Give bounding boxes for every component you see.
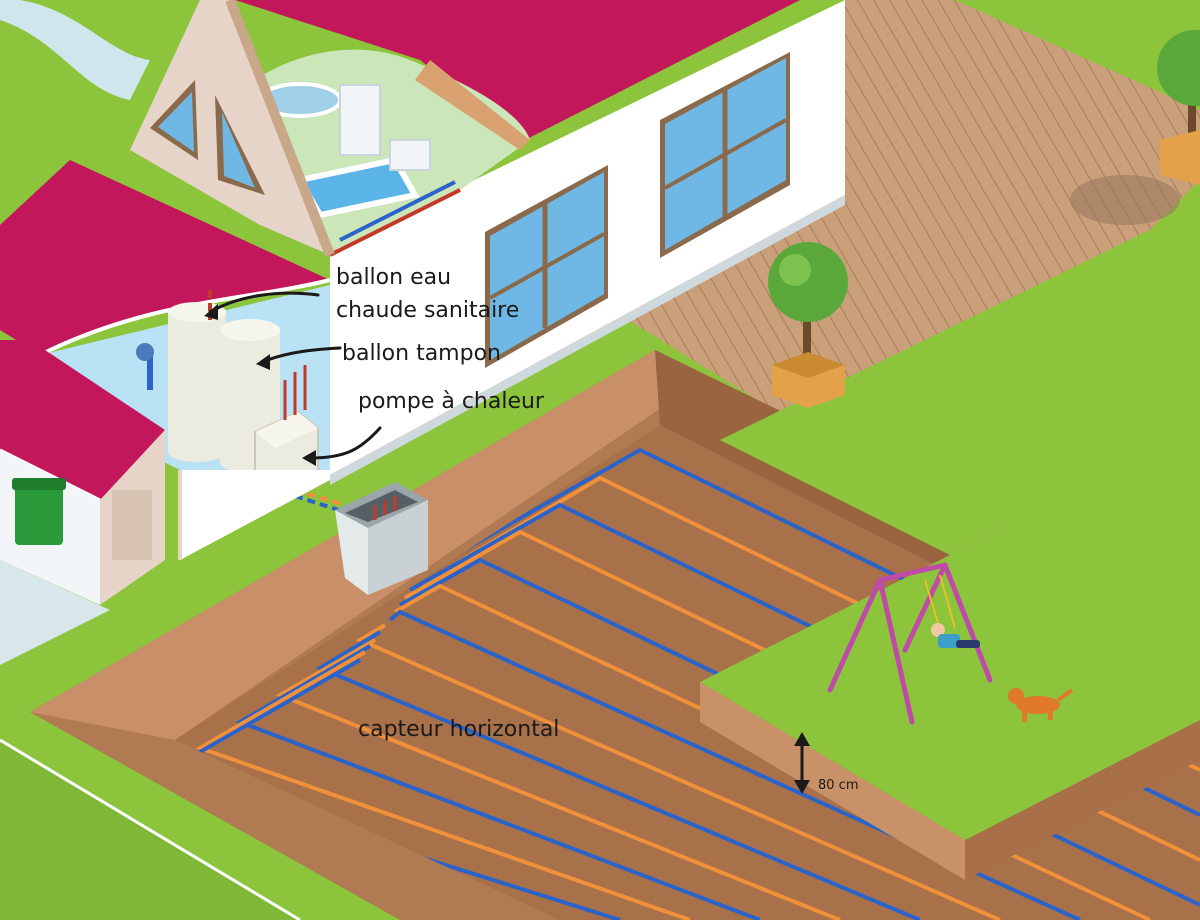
window-middle [485,165,608,368]
swing [827,562,993,725]
label-buffer-tank: ballon tampon [342,341,501,366]
garage-roof [0,340,165,500]
paving-left [0,560,110,665]
front-roof [0,160,330,355]
dog [1008,688,1074,722]
label-collector: capteur horizontal [358,717,559,742]
depth-label: 80 cm [818,778,859,793]
dhw-tank [168,302,226,462]
garden-path [0,0,150,100]
green-bin [12,478,66,545]
label-dhw-tank-line1: ballon eau [336,265,451,290]
tree-planter-back [1157,30,1200,185]
grass-cover-side [700,682,965,880]
window-right [660,52,790,258]
main-roof [235,0,800,140]
wooden-deck [620,0,1200,420]
label-dhw-tank-line2: chaude sanitaire [336,298,519,323]
child-on-swing [924,574,980,648]
manifold-chamber [335,482,428,595]
label-heat-pump: pompe à chaleur [358,389,545,414]
tree-planter-front [768,242,848,408]
grass-cover [700,420,1200,840]
depth-arrow [794,732,810,794]
